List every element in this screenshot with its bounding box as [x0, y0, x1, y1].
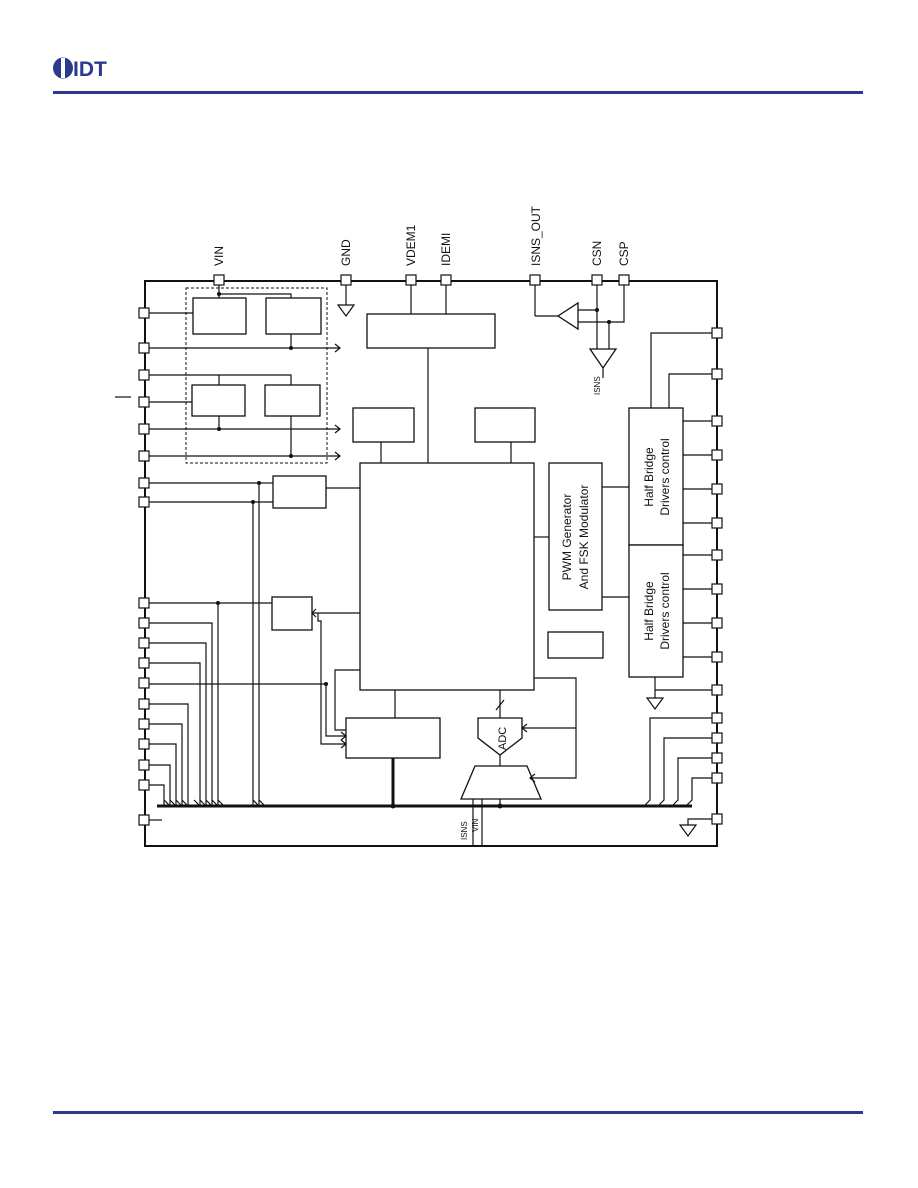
hb2-label-1: Half Bridge: [642, 581, 656, 641]
left-pins: [138, 307, 150, 826]
hb2-label-2: Drivers control: [658, 572, 672, 649]
hb1-label-1: Half Bridge: [642, 447, 656, 507]
isns-amplifier: [588, 348, 618, 370]
mux-label-vin: VIN: [471, 818, 480, 832]
pin-label-vin: VIN: [212, 246, 226, 266]
pin-label-idemi: IDEMI: [439, 233, 453, 266]
half-bridge-driver-2: [628, 544, 684, 678]
pwm-label-1: PWM Generator: [560, 494, 574, 581]
block-upper-right: [474, 407, 536, 443]
block-upper-left: [352, 407, 415, 443]
header-rule: [53, 91, 863, 94]
half-bridge-driver-1: [628, 407, 684, 546]
demod-block: [366, 313, 496, 349]
block-mid-left-1: [272, 475, 327, 509]
block-lower-left: [345, 717, 441, 759]
pin-label-csp: CSP: [617, 241, 631, 266]
block-small-right: [547, 631, 604, 659]
pin-label-gnd: GND: [339, 239, 353, 266]
block-mid-left-2: [271, 596, 313, 631]
footer-rule: [53, 1111, 863, 1114]
csa-amplifier: [556, 301, 579, 331]
regulator-block-3: [191, 384, 246, 417]
logo-text: IDT: [73, 58, 107, 80]
main-controller: [359, 462, 535, 691]
adc-label: ADC: [497, 727, 509, 750]
adc-block: [477, 717, 523, 756]
mux-label-isns: ISNS: [460, 821, 469, 840]
pin-label-vdem1: VDEM1: [404, 224, 418, 266]
regulator-block-1: [192, 297, 247, 335]
pin-label-csn: CSN: [590, 241, 604, 266]
bus-taps: [163, 799, 266, 807]
regulator-block-2: [265, 297, 322, 335]
pwm-label-2: And FSK Modulator: [577, 485, 591, 590]
hb1-label-2: Drivers control: [658, 438, 672, 515]
idt-logo: IDT: [53, 57, 107, 80]
pin-label-isns-out: ISNS_OUT: [529, 205, 543, 266]
regulator-region: [185, 287, 328, 464]
adc-mux: [460, 765, 542, 800]
pwm-generator-block: [548, 462, 603, 611]
regulator-block-4: [264, 384, 321, 417]
isns-amp-label: ISNS: [593, 376, 602, 395]
chip-boundary: [144, 280, 718, 847]
